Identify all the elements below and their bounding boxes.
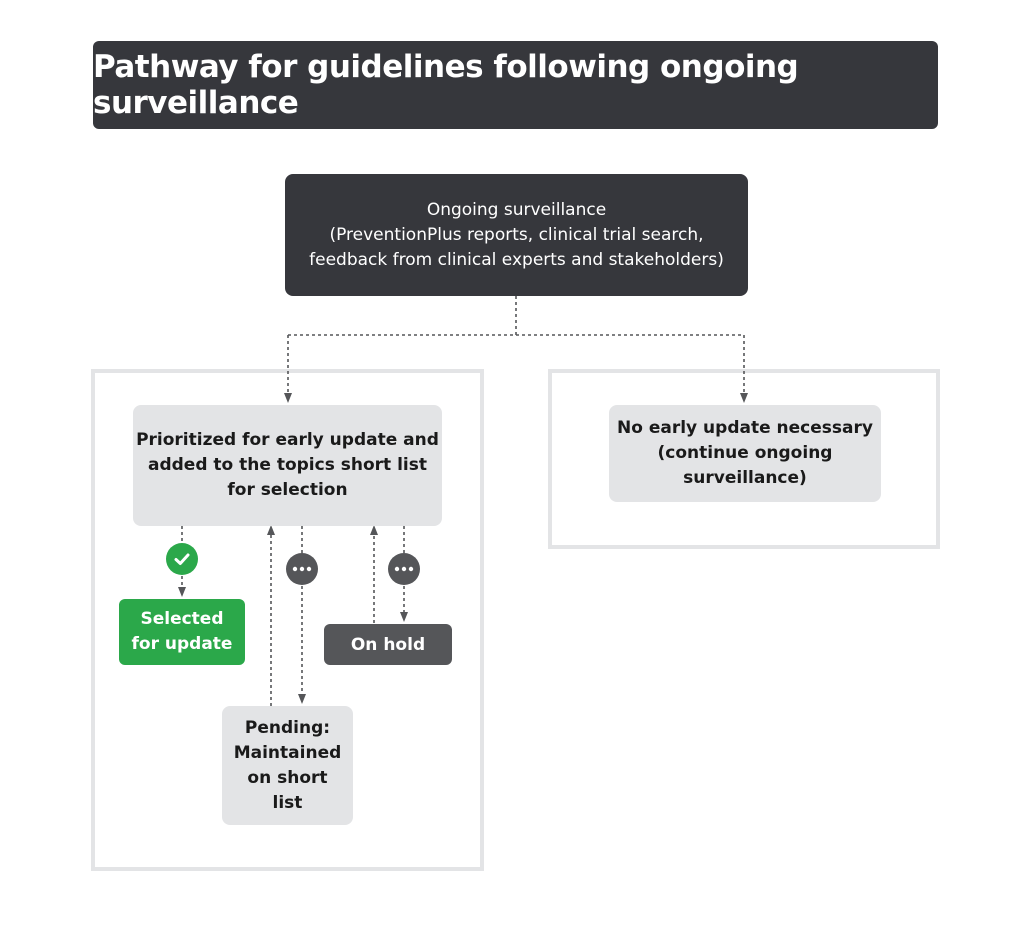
surveillance-line-1: Ongoing surveillance	[426, 199, 607, 220]
more-dots-icon	[388, 553, 420, 585]
prioritized-emphasis: early	[275, 430, 324, 450]
page-title-text: Pathway for guidelines following ongoing…	[93, 49, 799, 121]
no-update-line-2: (continue ongoing	[657, 443, 833, 463]
selected-line-2: for update	[131, 634, 233, 654]
surveillance-line-2: (PreventionPlus reports, clinical trial …	[329, 224, 704, 245]
pending-node: Pending: Maintained on short list	[222, 706, 353, 825]
on-hold-label: On hold	[350, 634, 426, 655]
more-dots-icon	[286, 553, 318, 585]
prioritized-line-3: for selection	[227, 480, 348, 500]
selected-node: Selected for update	[119, 599, 245, 665]
prioritized-line-2: added to the topics short list	[148, 455, 427, 475]
surveillance-line-3: feedback from clinical experts and stake…	[309, 249, 724, 270]
pending-line-3: on short	[247, 767, 328, 788]
no-update-node: No early update necessary (continue ongo…	[609, 405, 881, 502]
surveillance-node: Ongoing surveillance (PreventionPlus rep…	[285, 174, 748, 296]
on-hold-node: On hold	[324, 624, 452, 665]
prioritized-line-1: Prioritized for early update and	[136, 430, 439, 450]
selected-line-1: Selected	[140, 609, 224, 629]
check-circle-icon	[166, 543, 198, 575]
no-update-line-3: surveillance)	[683, 468, 807, 488]
pending-line-2: Maintained	[233, 742, 342, 763]
pending-line-1: Pending:	[244, 717, 331, 738]
connector-surveillance-split	[288, 296, 744, 336]
pending-line-4: list	[272, 792, 303, 813]
prioritized-node: Prioritized for early update and added t…	[133, 405, 442, 526]
no-update-line-1: No early update necessary	[617, 418, 873, 438]
page-title: Pathway for guidelines following ongoing…	[93, 41, 938, 129]
